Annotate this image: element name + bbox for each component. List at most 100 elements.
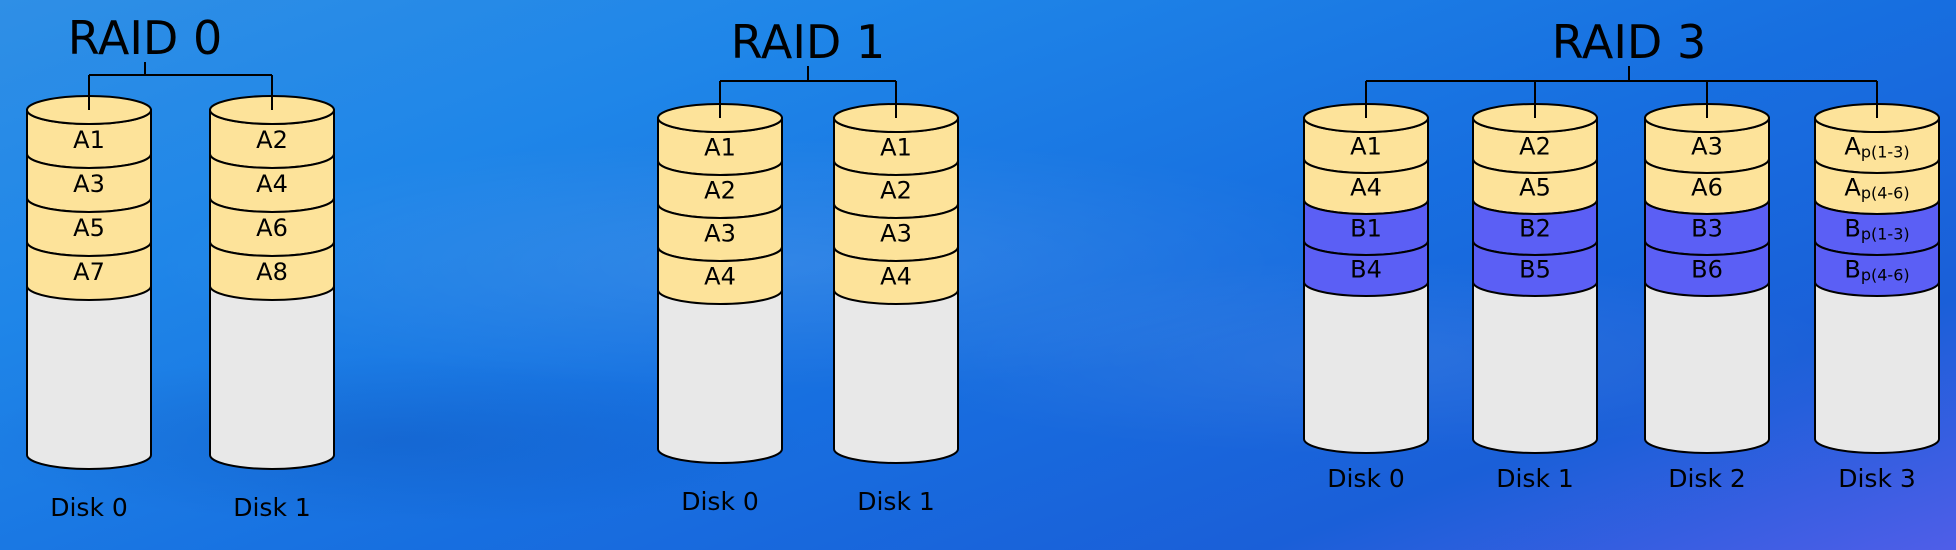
- block-label-main: B4: [1350, 256, 1382, 284]
- block-label: A3: [704, 220, 736, 248]
- disk-label: Disk 1: [857, 487, 935, 516]
- block-label: B3: [1691, 215, 1723, 243]
- block-label: Ap(1-3): [1844, 133, 1909, 162]
- block-label: A4: [256, 170, 288, 198]
- block-label-main: A3: [1691, 133, 1723, 161]
- block-label: A2: [1519, 133, 1551, 161]
- block-label-main: B1: [1350, 215, 1382, 243]
- block-label-main: A2: [880, 177, 912, 205]
- disk-block: [833, 246, 959, 305]
- block-label: A4: [880, 263, 912, 291]
- block-label-main: A: [1844, 174, 1861, 202]
- disk-label: Disk 0: [50, 493, 128, 522]
- block-label-subscript: p(4-6): [1861, 266, 1910, 285]
- block-label-main: B5: [1519, 256, 1551, 284]
- block-label-main: A1: [704, 134, 736, 162]
- block-label: A5: [1519, 174, 1551, 202]
- block-label-main: A8: [256, 258, 288, 286]
- disk-cylinder: Ap(1-3)Ap(4-6)Bp(1-3)Bp(4-6)Disk 3: [1814, 81, 1940, 493]
- block-label-subscript: p(1-3): [1861, 225, 1910, 244]
- block-label-subscript: p(4-6): [1861, 184, 1910, 203]
- block-label: A1: [704, 134, 736, 162]
- block-label: A2: [880, 177, 912, 205]
- block-label-main: A5: [1519, 174, 1551, 202]
- block-label-main: A1: [73, 126, 105, 154]
- disk-block: [1814, 240, 1940, 297]
- disk-block: [209, 241, 335, 301]
- raid-title: RAID 1: [731, 15, 885, 69]
- block-label-main: A3: [880, 220, 912, 248]
- block-label: Bp(1-3): [1844, 215, 1909, 244]
- block-label: A3: [880, 220, 912, 248]
- disk-block: [657, 246, 783, 305]
- block-label-main: A3: [73, 170, 105, 198]
- block-label: B4: [1350, 256, 1382, 284]
- block-label: A2: [256, 126, 288, 154]
- block-label-main: B6: [1691, 256, 1723, 284]
- block-label-main: A3: [704, 220, 736, 248]
- disk-block: [1303, 240, 1429, 297]
- block-label-main: A6: [256, 214, 288, 242]
- block-label: Ap(4-6): [1844, 174, 1909, 203]
- block-label-main: B: [1844, 215, 1860, 243]
- block-label-main: A5: [73, 214, 105, 242]
- block-label-main: A2: [1519, 133, 1551, 161]
- block-label: A7: [73, 258, 105, 286]
- block-label: A2: [704, 177, 736, 205]
- block-label: B1: [1350, 215, 1382, 243]
- disk-label: Disk 1: [233, 493, 311, 522]
- block-label: A3: [73, 170, 105, 198]
- block-label: A5: [73, 214, 105, 242]
- disk-label: Disk 0: [1327, 464, 1405, 493]
- block-label: Bp(4-6): [1844, 256, 1909, 285]
- block-label: A8: [256, 258, 288, 286]
- disk-label: Disk 3: [1838, 464, 1916, 493]
- block-label-main: A7: [73, 258, 105, 286]
- block-label: A3: [1691, 133, 1723, 161]
- block-label-main: A1: [1350, 133, 1382, 161]
- block-label-main: A: [1844, 133, 1861, 161]
- block-label: A1: [880, 134, 912, 162]
- block-label: A1: [73, 126, 105, 154]
- block-label-main: A4: [880, 263, 912, 291]
- block-label: B2: [1519, 215, 1551, 243]
- disk-block: [26, 241, 152, 301]
- block-label: A4: [704, 263, 736, 291]
- block-label-main: A2: [256, 126, 288, 154]
- disk-label: Disk 1: [1496, 464, 1574, 493]
- block-label: B5: [1519, 256, 1551, 284]
- block-label-main: B: [1844, 256, 1860, 284]
- disk-label: Disk 0: [681, 487, 759, 516]
- block-label-main: A4: [256, 170, 288, 198]
- block-label-main: B3: [1691, 215, 1723, 243]
- block-label-main: A6: [1691, 174, 1723, 202]
- block-label-main: A4: [704, 263, 736, 291]
- block-label: B6: [1691, 256, 1723, 284]
- block-label-main: B2: [1519, 215, 1551, 243]
- block-label-main: A2: [704, 177, 736, 205]
- raid-title: RAID 3: [1552, 15, 1706, 69]
- disk-block: [1472, 240, 1598, 297]
- block-label: A6: [256, 214, 288, 242]
- disk-block: [1644, 240, 1770, 297]
- block-label-main: A1: [880, 134, 912, 162]
- block-label-subscript: p(1-3): [1861, 143, 1910, 162]
- block-label: A4: [1350, 174, 1382, 202]
- block-label-main: A4: [1350, 174, 1382, 202]
- raid-title: RAID 0: [68, 11, 222, 65]
- block-label: A1: [1350, 133, 1382, 161]
- disk-label: Disk 2: [1668, 464, 1746, 493]
- block-label: A6: [1691, 174, 1723, 202]
